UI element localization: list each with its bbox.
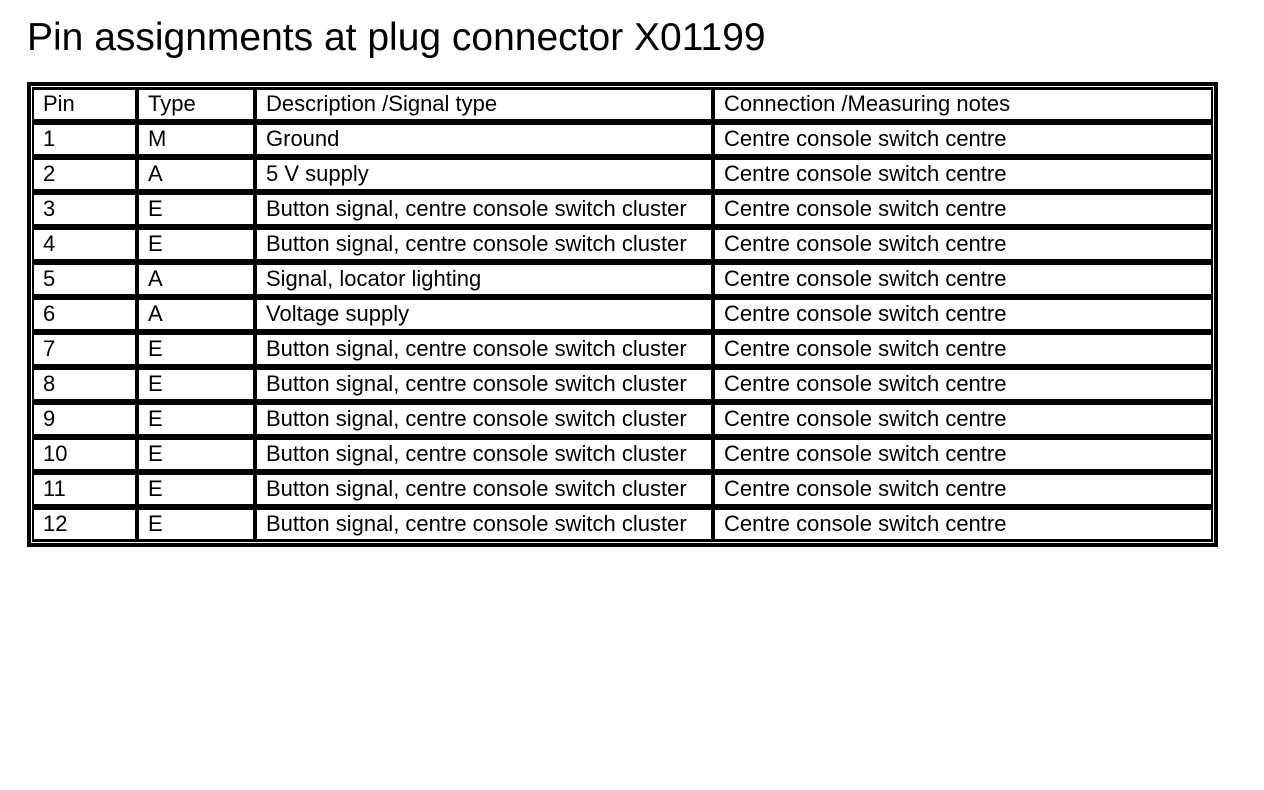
cell-connection: Centre console switch centre [713,192,1213,227]
page-title: Pin assignments at plug connector X01199 [27,16,766,59]
cell-description: Button signal, centre console switch clu… [255,367,713,402]
cell-type: A [137,157,255,192]
cell-pin: 9 [32,402,137,437]
cell-type: E [137,367,255,402]
cell-pin: 3 [32,192,137,227]
cell-connection: Centre console switch centre [713,367,1213,402]
cell-description: Button signal, centre console switch clu… [255,507,713,542]
cell-connection: Centre console switch centre [713,262,1213,297]
cell-pin: 8 [32,367,137,402]
cell-pin: 1 [32,122,137,157]
cell-type: E [137,437,255,472]
table-header-row: Pin Type Description /Signal type Connec… [32,87,1213,122]
cell-pin: 7 [32,332,137,367]
cell-connection: Centre console switch centre [713,227,1213,262]
column-header-description: Description /Signal type [255,87,713,122]
cell-description: 5 V supply [255,157,713,192]
cell-pin: 10 [32,437,137,472]
cell-pin: 2 [32,157,137,192]
cell-type: E [137,192,255,227]
cell-description: Button signal, centre console switch clu… [255,437,713,472]
pin-table-frame: Pin Type Description /Signal type Connec… [27,82,1218,547]
cell-pin: 6 [32,297,137,332]
cell-type: A [137,262,255,297]
cell-type: E [137,507,255,542]
cell-connection: Centre console switch centre [713,122,1213,157]
cell-connection: Centre console switch centre [713,332,1213,367]
cell-description: Signal, locator lighting [255,262,713,297]
cell-connection: Centre console switch centre [713,157,1213,192]
cell-type: M [137,122,255,157]
cell-type: E [137,472,255,507]
cell-pin: 4 [32,227,137,262]
cell-pin: 5 [32,262,137,297]
cell-description: Button signal, centre console switch clu… [255,227,713,262]
column-header-type: Type [137,87,255,122]
cell-description: Button signal, centre console switch clu… [255,332,713,367]
cell-connection: Centre console switch centre [713,402,1213,437]
cell-type: A [137,297,255,332]
cell-type: E [137,332,255,367]
cell-description: Button signal, centre console switch clu… [255,472,713,507]
cell-type: E [137,402,255,437]
cell-type: E [137,227,255,262]
cell-description: Voltage supply [255,297,713,332]
cell-description: Button signal, centre console switch clu… [255,402,713,437]
document-page: Pin assignments at plug connector X01199… [27,16,1218,547]
column-header-connection: Connection /Measuring notes [713,87,1213,122]
cell-connection: Centre console switch centre [713,507,1213,542]
cell-description: Ground [255,122,713,157]
pin-assignments-table: Pin Type Description /Signal type Connec… [32,87,1213,542]
cell-connection: Centre console switch centre [713,472,1213,507]
column-header-pin: Pin [32,87,137,122]
cell-connection: Centre console switch centre [713,437,1213,472]
cell-description: Button signal, centre console switch clu… [255,192,713,227]
cell-pin: 12 [32,507,137,542]
cell-connection: Centre console switch centre [713,297,1213,332]
cell-pin: 11 [32,472,137,507]
